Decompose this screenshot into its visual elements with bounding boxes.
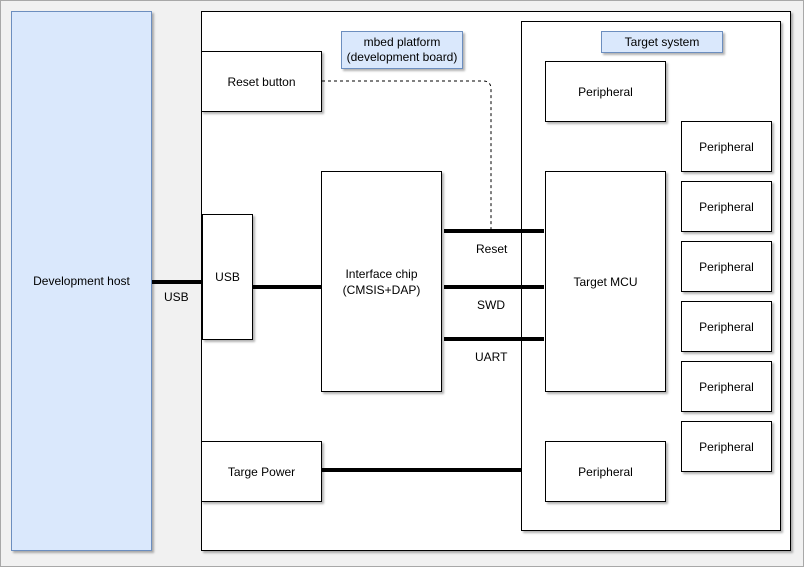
peripheral-block: Peripheral <box>545 61 666 122</box>
target-system-title: Target system <box>601 31 723 53</box>
uart-signal-label: UART <box>475 350 508 364</box>
peripheral-label: Peripheral <box>699 199 754 214</box>
target-power-block: Targe Power <box>201 441 322 502</box>
target-mcu-block: Target MCU <box>545 171 666 392</box>
host-usb-label: USB <box>164 290 189 304</box>
peripheral-block: Peripheral <box>681 421 772 472</box>
reset-button-label: Reset button <box>227 74 296 89</box>
reset-button-block: Reset button <box>201 51 322 112</box>
interface-chip-label: Interface chip (CMSIS+DAP) <box>342 266 421 297</box>
peripheral-block: Peripheral <box>681 361 772 412</box>
peripheral-block: Peripheral <box>681 181 772 232</box>
peripheral-block: Peripheral <box>545 441 666 502</box>
peripheral-label: Peripheral <box>578 464 633 479</box>
target-mcu-label: Target MCU <box>573 274 638 289</box>
reset-button-dashed-link <box>322 80 492 231</box>
peripheral-label: Peripheral <box>699 139 754 154</box>
usb-block: USB <box>202 214 253 340</box>
development-host-block: Development host <box>11 11 152 551</box>
peripheral-block: Peripheral <box>681 121 772 172</box>
target-power-label: Targe Power <box>227 464 296 479</box>
reset-signal-label: Reset <box>476 242 508 256</box>
peripheral-label: Peripheral <box>699 259 754 274</box>
mbed-platform-title: mbed platform (development board) <box>341 31 463 69</box>
peripheral-label: Peripheral <box>699 439 754 454</box>
peripheral-label: Peripheral <box>699 379 754 394</box>
peripheral-block: Peripheral <box>681 241 772 292</box>
peripheral-label: Peripheral <box>699 319 754 334</box>
usb-block-label: USB <box>215 270 240 284</box>
peripheral-label: Peripheral <box>578 84 633 99</box>
swd-signal-label: SWD <box>477 298 505 312</box>
interface-chip-block: Interface chip (CMSIS+DAP) <box>321 171 442 392</box>
development-host-label: Development host <box>33 274 130 288</box>
peripheral-block: Peripheral <box>681 301 772 352</box>
